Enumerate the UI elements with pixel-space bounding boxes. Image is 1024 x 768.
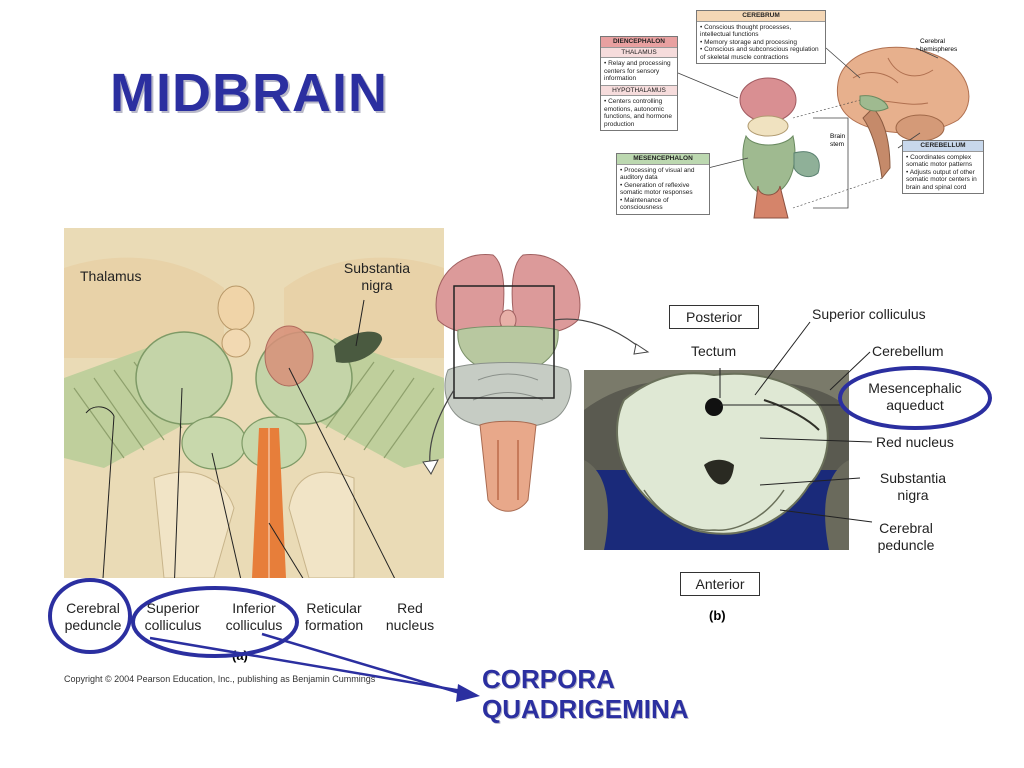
callout-arrowhead [456, 684, 480, 702]
panel-b-photo [584, 370, 849, 550]
label-cerebral-peduncle-b: Cerebral peduncle [877, 520, 935, 553]
panel-b-letter: (b) [709, 608, 726, 623]
cerebellum-header: CEREBELLUM [903, 141, 983, 152]
brainstem-label: Brain stem [830, 133, 846, 148]
mesencephalon-desc-1: • Processing of visual and auditory data [620, 166, 695, 182]
corpora-quadrigemina-callout: CORPORA QUADRIGEMINA [482, 664, 689, 724]
label-reticular-formation-a: Reticular formation [304, 600, 364, 633]
panel-b-section-drawing [584, 370, 849, 550]
cerebrum-desc-1: • Conscious thought processes, intellect… [700, 23, 792, 39]
highlight-oval-colliculi [131, 586, 299, 658]
label-superior-colliculus-b: Superior colliculus [812, 306, 926, 322]
thalamus-desc: • Relay and processing centers for senso… [604, 60, 671, 82]
panel-b-leader-lines [719, 321, 873, 523]
thalamus-subheader: THALAMUS [601, 47, 677, 58]
mesencephalon-desc-2: • Generation of reflexive somatic motor … [620, 181, 693, 197]
label-substantia-nigra-a-text: Substantia nigra [343, 260, 411, 293]
cerebellum-box: CEREBELLUM • Coordinates complex somatic… [902, 140, 984, 194]
callout-arrows [149, 632, 471, 698]
mesencephalon-box: MESENCEPHALON • Processing of visual and… [616, 153, 710, 215]
label-cerebellum-b: Cerebellum [872, 343, 944, 359]
callout-line-1: CORPORA [482, 664, 615, 694]
copyright-text: Copyright © 2004 Pearson Education, Inc.… [64, 674, 376, 684]
cerebellum-desc-2: • Adjusts output of other somatic motor … [906, 168, 977, 191]
anterior-label: Anterior [695, 576, 745, 592]
cerebrum-header: CEREBRUM [697, 11, 825, 22]
panel-a-drawing [64, 228, 444, 578]
label-superior-colliculus-a: Superior colliculus [144, 600, 202, 633]
label-mesencephalic-aqueduct-b: Mesencephalic aqueduct [868, 380, 962, 413]
label-inferior-colliculus-a: Inferior colliculus [225, 600, 283, 633]
posterior-label: Posterior [685, 309, 743, 325]
label-red-nucleus-b: Red nucleus [876, 434, 954, 450]
cerebellum-desc-1: • Coordinates complex somatic motor patt… [906, 153, 973, 169]
brain-overview-figure: CEREBRUM • Conscious thought processes, … [598, 8, 988, 223]
posterior-label-box: Posterior [669, 305, 759, 329]
brain-overview-drawing [677, 46, 970, 219]
label-thalamus-a: Thalamus [80, 268, 142, 284]
label-substantia-nigra-a: Substantia nigra [332, 260, 422, 294]
cerebrum-desc-2: • Memory storage and processing [700, 38, 797, 46]
brainstem-dorsal-figure [418, 240, 658, 540]
mesencephalon-header: MESENCEPHALON [617, 154, 709, 165]
callout-line-2: QUADRIGEMINA [482, 694, 689, 724]
label-red-nucleus-a: Red nucleus [385, 600, 435, 633]
panel-a-illustration: Thalamus Substantia nigra [64, 228, 444, 578]
anterior-label-box: Anterior [680, 572, 760, 596]
cerebrum-desc-3: • Conscious and subconscious regulation … [700, 46, 819, 61]
diencephalon-box: DIENCEPHALON THALAMUS • Relay and proces… [600, 36, 678, 131]
hemispheres-label: Cerebral hemispheres [920, 38, 958, 53]
brainstem-dorsal-drawing [422, 253, 650, 512]
highlight-oval-aqueduct [838, 366, 992, 430]
label-substantia-nigra-b: Substantia nigra [879, 470, 947, 503]
hypothalamus-desc: • Centers controlling emotions, autonomi… [604, 98, 672, 128]
mesencephalon-desc-3: • Maintenance of consciousness [620, 196, 669, 212]
cerebrum-box: CEREBRUM • Conscious thought processes, … [696, 10, 826, 64]
slide-title: MIDBRAIN [110, 63, 388, 123]
label-cerebral-peduncle-a: Cerebral peduncle [64, 600, 122, 633]
diencephalon-header: DIENCEPHALON [601, 37, 677, 48]
label-tectum-b: Tectum [691, 343, 737, 359]
hypothalamus-subheader: HYPOTHALAMUS [601, 84, 677, 96]
highlight-oval-cerebral-peduncle [48, 578, 132, 654]
